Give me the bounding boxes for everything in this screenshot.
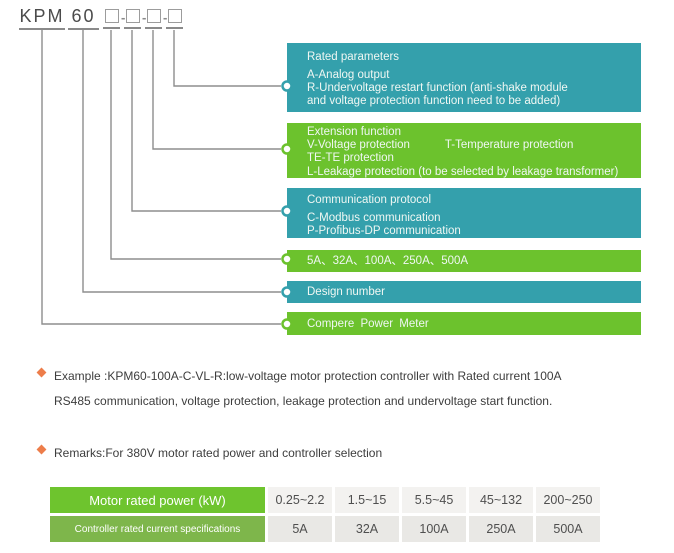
placeholder-square-icon — [146, 9, 161, 23]
table-cell: 500A — [536, 516, 600, 542]
legend-title: 5A、32A、100A、250A、500A — [307, 255, 469, 267]
legend-title: Rated parameters — [307, 51, 400, 63]
legend-line: R-Undervoltage restart function (anti-sh… — [307, 82, 568, 95]
example-line-2: RS485 communication, voltage protection,… — [54, 394, 553, 408]
table-cell: 0.25~2.2 — [268, 487, 332, 513]
connector-line — [131, 30, 281, 212]
legend-box-rated-parameters: Rated parameters A-Analog output R-Under… — [287, 43, 641, 112]
connector-line — [152, 30, 281, 150]
legend-line: TE-TE protection — [307, 152, 394, 165]
diamond-bullet-icon — [36, 444, 47, 455]
model-digit-box-2 — [124, 9, 141, 29]
legend-title: Extension function — [307, 126, 401, 138]
legend-line: C-Modbus communication — [307, 212, 441, 224]
placeholder-square-icon — [104, 9, 119, 23]
legend-line: and voltage protection function need to … — [307, 95, 561, 108]
example-text: Example :KPM60-100A-C-VL-R:low-voltage m… — [54, 364, 562, 414]
legend-title: Communication protocol — [307, 194, 432, 206]
legend-line: P-Profibus-DP communication — [307, 225, 461, 238]
connector-line — [110, 30, 281, 260]
model-digit-box-1 — [103, 9, 120, 29]
table-cell: 250A — [469, 516, 533, 542]
legend-box-rated-current: 5A、32A、100A、250A、500A — [287, 250, 641, 272]
legend-title: Compere Power Meter — [307, 317, 429, 330]
remarks-note: Remarks:For 380V motor rated power and c… — [36, 441, 383, 466]
table-header-motor-power: Motor rated power (kW) — [50, 487, 265, 513]
remarks-text: Remarks:For 380V motor rated power and c… — [54, 446, 383, 460]
table-cell: 1.5~15 — [335, 487, 399, 513]
legend-box-communication-protocol: Communication protocol C-Modbus communic… — [287, 188, 641, 238]
model-series: 60 — [68, 6, 99, 30]
connector-line — [173, 30, 281, 87]
model-digit-box-3 — [145, 9, 162, 29]
model-prefix: KPM — [19, 6, 65, 30]
legend-line: V-Voltage protection T-Temperature prote… — [307, 139, 574, 152]
legend-box-design-number: Design number — [287, 281, 641, 303]
diamond-bullet-icon — [36, 367, 47, 378]
table-cell: 5A — [268, 516, 332, 542]
model-separator: - — [121, 10, 126, 25]
placeholder-square-icon — [125, 9, 140, 23]
spec-table: Motor rated power (kW) 0.25~2.2 1.5~15 5… — [50, 487, 600, 542]
connector-line — [41, 30, 281, 325]
table-cell: 200~250 — [536, 487, 600, 513]
example-line-1: Example :KPM60-100A-C-VL-R:low-voltage m… — [54, 369, 562, 383]
legend-box-extension-function: Extension function V-Voltage protection … — [287, 123, 641, 178]
table-cell: 32A — [335, 516, 399, 542]
table-header-controller-current: Controller rated current specifications — [50, 516, 265, 542]
table-cell: 45~132 — [469, 487, 533, 513]
legend-line: A-Analog output — [307, 69, 390, 81]
legend-title: Design number — [307, 286, 385, 298]
placeholder-square-icon — [167, 9, 182, 23]
model-digit-box-4 — [166, 9, 183, 29]
table-cell: 5.5~45 — [402, 487, 466, 513]
model-separator: - — [163, 10, 168, 25]
table-cell: 100A — [402, 516, 466, 542]
connector-line — [82, 30, 281, 293]
legend-line: L-Leakage protection (to be selected by … — [307, 165, 619, 178]
legend-box-product-name: Compere Power Meter — [287, 312, 641, 335]
example-note: Example :KPM60-100A-C-VL-R:low-voltage m… — [36, 364, 562, 414]
model-separator: - — [142, 10, 147, 25]
